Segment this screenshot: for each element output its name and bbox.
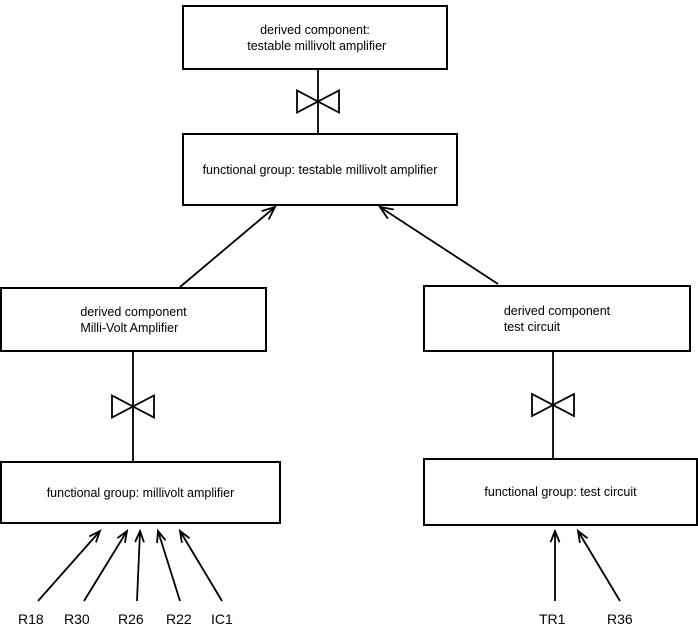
leaf-label-r30[interactable]: R30 (64, 611, 90, 627)
leaf-label-r18[interactable]: R18 (18, 611, 44, 627)
node-functional-group-test-circuit[interactable]: functional group: test circuit (423, 458, 698, 526)
node-derived-testable-millivolt-amplifier[interactable]: derived component: testable millivolt am… (182, 5, 448, 70)
node-label: derived component: testable millivolt am… (243, 22, 387, 53)
connector-group (111, 70, 575, 461)
node-label: functional group: millivolt amplifier (46, 485, 235, 500)
node-functional-group-testable-millivolt-amplifier[interactable]: functional group: testable millivolt amp… (182, 133, 458, 206)
leaf-arrow-group (37, 528, 621, 602)
leaf-label-r36[interactable]: R36 (607, 611, 633, 627)
leaf-label-r22[interactable]: R22 (166, 611, 192, 627)
leaf-label-r26[interactable]: R26 (118, 611, 144, 627)
leaf-label-ic1[interactable]: IC1 (211, 611, 233, 627)
node-label: functional group: test circuit (484, 485, 637, 499)
node-label: functional group: testable millivolt amp… (202, 162, 438, 177)
node-functional-group-millivolt-amplifier[interactable]: functional group: millivolt amplifier (0, 461, 281, 524)
leaf-label-tr1[interactable]: TR1 (539, 611, 566, 627)
